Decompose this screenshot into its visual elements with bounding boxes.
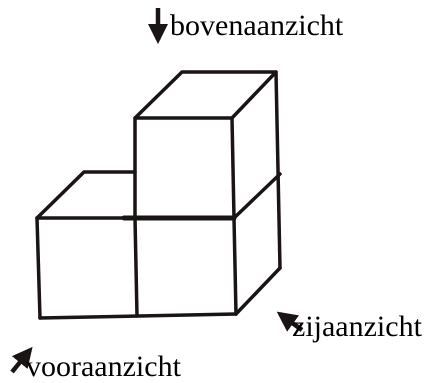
- bottom-front-edge: [38, 312, 238, 320]
- front-left-edge: [35, 216, 42, 320]
- upper-cube-back-edge: [274, 70, 282, 270]
- front-middle-edge: [133, 216, 139, 318]
- upper-cube-top-face: [133, 70, 278, 120]
- side-view-label: zijaanzicht: [292, 310, 423, 343]
- cube-structure: [35, 70, 282, 320]
- front-view-label: vooraanzicht: [26, 350, 182, 383]
- lower-left-top-face: [35, 170, 137, 220]
- side-view-arrow: [276, 311, 304, 332]
- front-view-arrow: [10, 346, 33, 374]
- bottom-side-edge: [234, 266, 282, 316]
- mid-side-edge: [232, 172, 282, 220]
- upper-cube-right-edge: [230, 116, 236, 220]
- top-view-label: bovenaanzicht: [170, 9, 344, 42]
- front-right-edge: [232, 216, 238, 316]
